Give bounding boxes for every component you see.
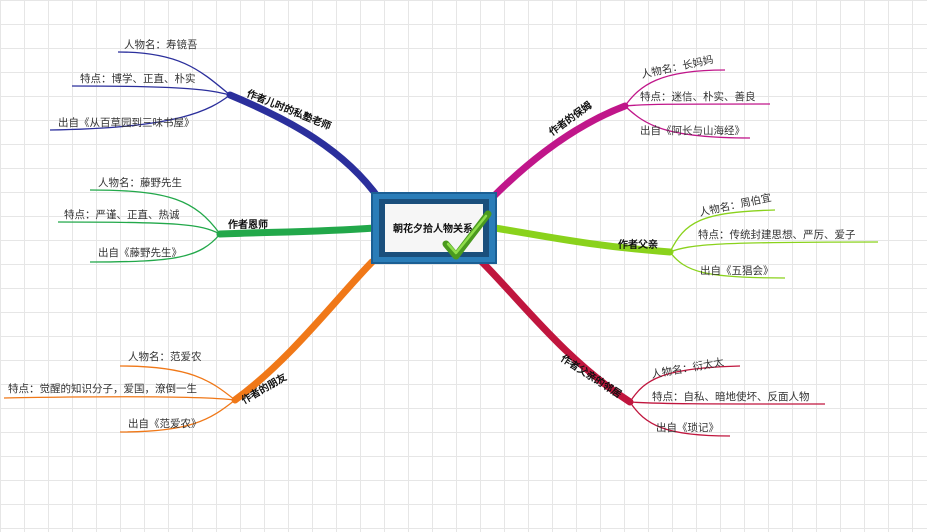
leaf-name: 人物名：藤野先生 [98, 176, 182, 189]
leaf-name: 人物名：长妈妈 [640, 53, 715, 81]
leaf-name: 人物名：衍太太 [650, 355, 725, 381]
branch-twig [669, 251, 786, 279]
branch-twig [117, 51, 231, 96]
branch-private-tutor[interactable]: 作者儿时的私塾老师 人物名：寿镜吾 特点：博学、正直、朴实 出自《从百草园到三味… [49, 38, 384, 204]
branch-twig [629, 365, 741, 403]
central-node[interactable]: 朝花夕拾人物关系 [371, 192, 497, 264]
branch-twig [624, 69, 726, 107]
branch-twig [629, 401, 826, 405]
branch-twig [624, 105, 751, 139]
leaf-trait: 特点：觉醒的知识分子，爱国，潦倒一生 [8, 382, 197, 395]
branch-twig [669, 209, 776, 253]
branch-neighbor[interactable]: 作者父亲的邻居 人物名：衍太太 特点：自私、暗地使坏、反面人物 出自《琐记》 [478, 258, 826, 437]
leaf-source: 出自《藤野先生》 [98, 246, 182, 259]
branch-nanny[interactable]: 作者的保姆 人物名：长妈妈 特点：迷信、朴实、善良 出自《阿长与山海经》 [488, 53, 771, 202]
branch-twig [119, 399, 236, 433]
branch-twig [119, 365, 236, 401]
leaf-trait: 特点：博学、正直、朴实 [80, 72, 196, 85]
leaf-source: 出自《范爱农》 [128, 417, 202, 430]
branch-friend[interactable]: 作者的朋友 人物名：范爱农 特点：觉醒的知识分子，爱国，潦倒一生 出自《范爱农》 [3, 258, 376, 433]
leaf-source: 出自《五猖会》 [700, 264, 774, 277]
branch-trunk [226, 91, 384, 204]
branch-twig [57, 221, 221, 235]
leaf-name: 人物名：周伯宜 [698, 191, 773, 219]
branch-father[interactable]: 作者父亲 人物名：周伯宜 特点：传统封建思想、严厉、爱子 出自《五猖会》 [491, 191, 879, 279]
branch-twig [49, 94, 231, 131]
branch-mentor[interactable]: 作者恩师 人物名：藤野先生 特点：严谨、正直、热诚 出自《藤野先生》 [57, 176, 379, 263]
branch-trunk [478, 258, 634, 406]
branch-twig [71, 85, 231, 96]
branch-label[interactable]: 作者父亲 [618, 238, 658, 251]
checkmark-highlight [446, 214, 488, 255]
branch-trunk [488, 102, 629, 202]
branch-trunk [216, 224, 379, 238]
leaf-source: 出自《阿长与山海经》 [640, 124, 745, 137]
leaf-source: 出自《琐记》 [656, 421, 719, 434]
branch-label[interactable]: 作者恩师 [228, 218, 268, 231]
branch-twig [3, 396, 236, 401]
leaf-name: 人物名：寿镜吾 [124, 38, 198, 51]
leaf-trait: 特点：迷信、朴实、善良 [640, 90, 756, 103]
leaf-trait: 特点：传统封建思想、严厉、爱子 [698, 228, 856, 241]
central-title: 朝花夕拾人物关系 [393, 222, 473, 235]
branch-twig [89, 189, 221, 235]
leaf-source: 出自《从百草园到三味书屋》 [58, 116, 195, 129]
branch-trunk [231, 258, 376, 404]
leaf-trait: 特点：严谨、正直、热诚 [64, 208, 180, 221]
branch-twig [669, 241, 879, 253]
branch-twig [89, 233, 221, 263]
leaf-trait: 特点：自私、暗地使坏、反面人物 [652, 390, 810, 403]
branch-twig [624, 103, 771, 107]
branch-label[interactable]: 作者父亲的邻居 [558, 352, 624, 401]
branch-trunk [491, 224, 674, 256]
branch-twig [629, 401, 731, 437]
leaf-name: 人物名：范爱农 [128, 350, 202, 363]
